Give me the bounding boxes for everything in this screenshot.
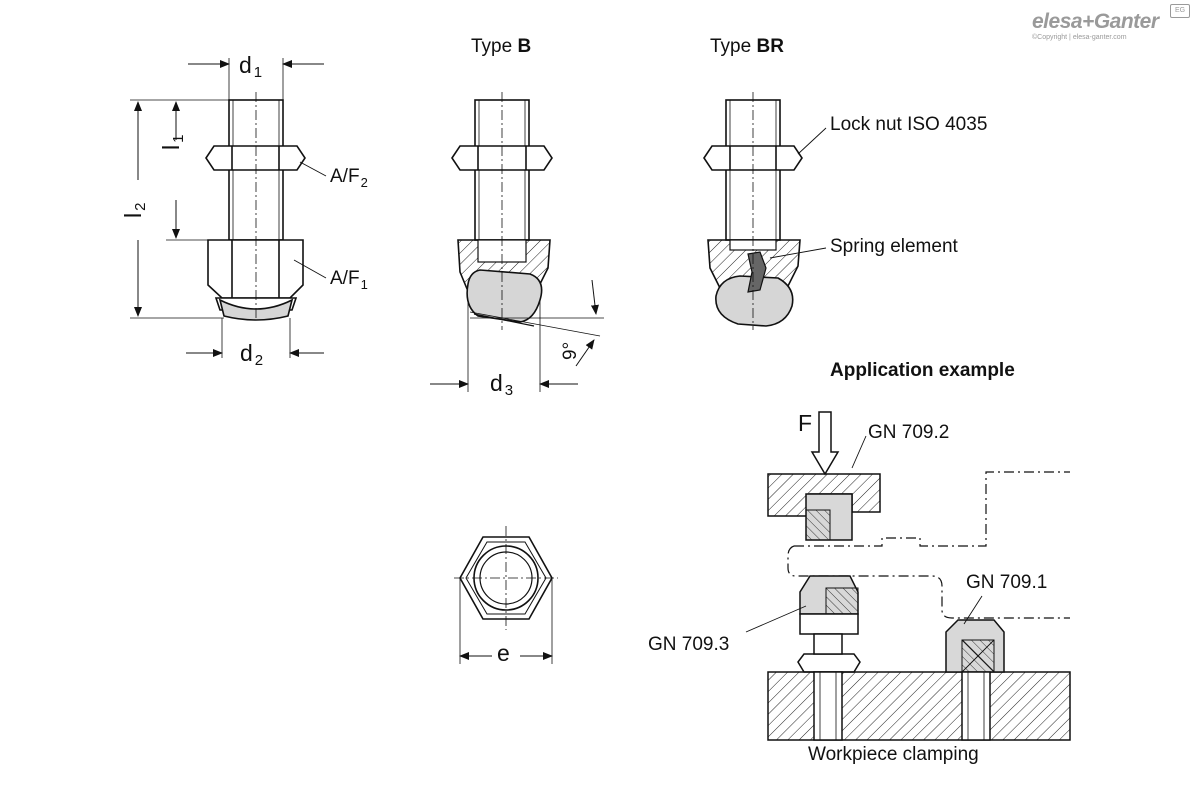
label-gn-709-2: GN 709.2	[868, 422, 950, 443]
type-br-title: Type BR	[710, 36, 784, 57]
logo-brand: elesa+Ganter	[1032, 10, 1159, 33]
top-view-hexagon	[454, 526, 558, 664]
dim-af2: A/F2	[330, 166, 368, 190]
dim-af1: A/F1	[330, 268, 368, 292]
type-br-view	[703, 92, 827, 330]
force-label: F	[798, 410, 813, 436]
application-title: Application example	[830, 360, 1015, 381]
dim-e: e	[497, 640, 510, 666]
callout-lock-nut: Lock nut ISO 4035	[830, 114, 988, 135]
callout-spring-element: Spring element	[830, 236, 958, 257]
logo-badge: EG	[1170, 4, 1190, 18]
dim-angle: 9°	[560, 341, 581, 360]
dim-l2: l2	[120, 202, 149, 218]
type-b-title: Type B	[471, 36, 532, 57]
label-gn-709-1: GN 709.1	[966, 572, 1048, 593]
type-b-view	[430, 92, 604, 392]
application-caption: Workpiece clamping	[808, 744, 979, 765]
dim-l1: l1	[158, 134, 187, 150]
label-gn-709-3: GN 709.3	[648, 634, 730, 655]
elesa-ganter-logo: elesa+Ganter ©Copyright | elesa-ganter.c…	[1032, 4, 1192, 50]
logo-copyright: ©Copyright | elesa-ganter.com	[1032, 34, 1127, 41]
side-view-dimensioned	[130, 58, 327, 358]
application-example-drawing	[745, 411, 1071, 741]
